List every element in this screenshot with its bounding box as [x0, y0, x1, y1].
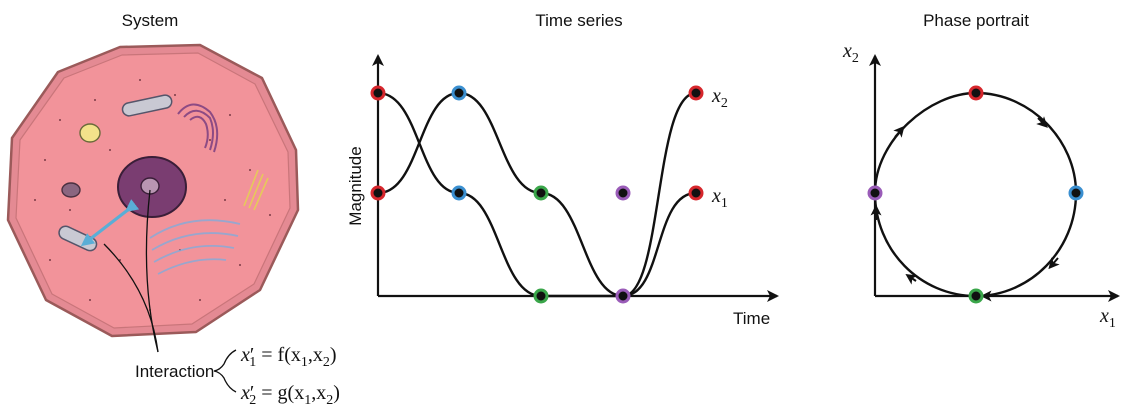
organelle-small-vacuole — [62, 183, 80, 197]
trajectory-bottom-left — [875, 193, 976, 296]
phase-ylabel: x2 — [842, 40, 859, 66]
series-x1-label: x1 — [711, 185, 728, 211]
series-x2-label: x2 — [711, 85, 728, 111]
flow-arrow — [910, 277, 916, 281]
marker-purple — [617, 187, 629, 199]
phase-markers — [869, 87, 1082, 302]
marker-purple — [869, 187, 881, 199]
trajectory-bottom-right — [976, 193, 1076, 296]
marker-blue — [453, 187, 465, 199]
time-series-xlabel: Time — [733, 309, 770, 328]
system-title: System — [122, 11, 179, 30]
marker-green — [535, 187, 547, 199]
trajectory-top-left — [875, 93, 976, 193]
marker-red — [690, 187, 702, 199]
marker-red — [690, 87, 702, 99]
equation-2: x′2 = g(x1,x2) — [240, 382, 340, 408]
equation-brace — [214, 350, 236, 392]
time-series-markers — [372, 87, 702, 302]
phase-portrait-panel: Phase portrait x2 x1 — [842, 11, 1118, 331]
marker-blue — [453, 87, 465, 99]
marker-red — [970, 87, 982, 99]
equation-1: x′1 = f(x1,x2) — [240, 344, 337, 370]
phase-portrait-title: Phase portrait — [923, 11, 1029, 30]
phase-xlabel: x1 — [1099, 305, 1116, 331]
interaction-label: Interaction — [135, 362, 214, 381]
time-series-panel: Time series Magnitude Time x2 x1 — [346, 11, 777, 328]
flow-arrow — [895, 130, 901, 137]
time-series-ylabel: Magnitude — [346, 146, 365, 225]
system-panel: System — [8, 11, 340, 408]
organelle-yellow-vesicle — [80, 124, 100, 142]
phase-flow-arrows — [876, 118, 1058, 296]
trajectory-top-right — [976, 93, 1076, 193]
marker-green — [970, 290, 982, 302]
marker-blue — [1070, 187, 1082, 199]
marker-red — [372, 87, 384, 99]
cell-illustration — [8, 45, 298, 352]
marker-green — [535, 290, 547, 302]
time-series-title: Time series — [535, 11, 622, 30]
phase-trajectory — [875, 93, 1076, 296]
marker-purple — [617, 290, 629, 302]
marker-red — [372, 187, 384, 199]
